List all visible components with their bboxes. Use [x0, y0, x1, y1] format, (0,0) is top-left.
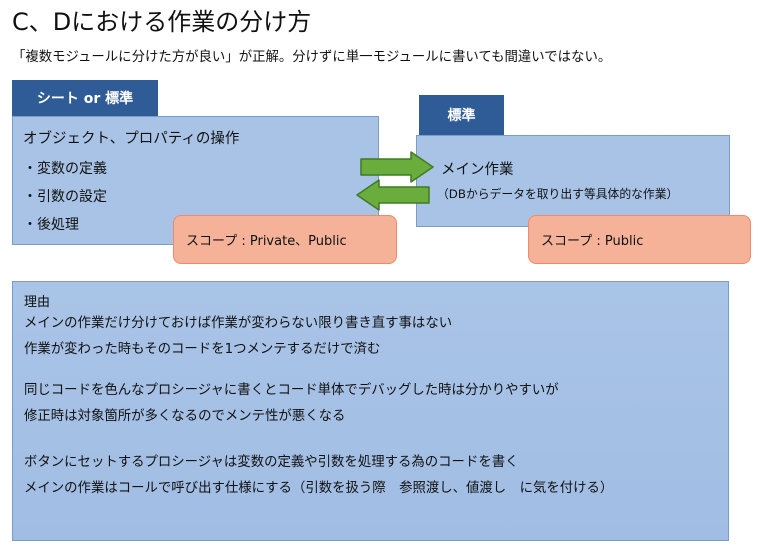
reason-line: 同じコードを色んなプロシージャに書くとコード単体でデバッグした時は分かりやすいが: [24, 383, 559, 398]
arrow-left-icon: [356, 179, 430, 211]
reason-line: ボタンにセットするプロシージャは変数の定義や引数を処理する為のコードを書く: [24, 455, 519, 470]
left-panel-item: ・引数の設定: [23, 189, 107, 205]
right-panel: メイン作業 （DBからデータを取り出す等具体的な作業）: [416, 135, 730, 227]
reason-panel: 理由 メインの作業だけ分けておけば作業が変わらない限り書き直す事はない 作業が変…: [12, 281, 729, 541]
left-tab-label: シート or 標準: [12, 80, 158, 116]
right-scope-badge: スコープ : Public: [528, 215, 751, 264]
right-panel-heading: メイン作業: [441, 162, 514, 178]
reason-line: 作業が変わった時もそのコードを1つメンテするだけで済む: [24, 342, 381, 357]
reason-heading: 理由: [24, 295, 51, 310]
exchange-arrows: [356, 151, 434, 211]
left-panel-item: ・後処理: [23, 217, 79, 233]
right-panel-subtext: （DBからデータを取り出す等具体的な作業）: [437, 187, 679, 201]
left-panel-item: ・変数の定義: [23, 161, 107, 177]
reason-line: 修正時は対象箇所が多くなるのでメンテ性が悪くなる: [24, 409, 346, 424]
right-tab-label: 標準: [419, 95, 504, 135]
page-subtitle: 「複数モジュールに分けた方が良い」が正解。分けずに単一モジュールに書いても間違い…: [12, 50, 612, 65]
reason-line: メインの作業だけ分けておけば作業が変わらない限り書き直す事はない: [24, 316, 453, 331]
arrow-right-icon: [360, 151, 434, 183]
left-panel-heading: オブジェクト、プロパティの操作: [23, 131, 240, 147]
page-title: C、Dにおける作業の分け方: [12, 8, 312, 36]
reason-line: メインの作業はコールで呼び出す仕様にする（引数を扱う際 参照渡し、値渡し に気を…: [24, 481, 614, 496]
left-scope-badge: スコープ : Private、Public: [173, 215, 397, 264]
